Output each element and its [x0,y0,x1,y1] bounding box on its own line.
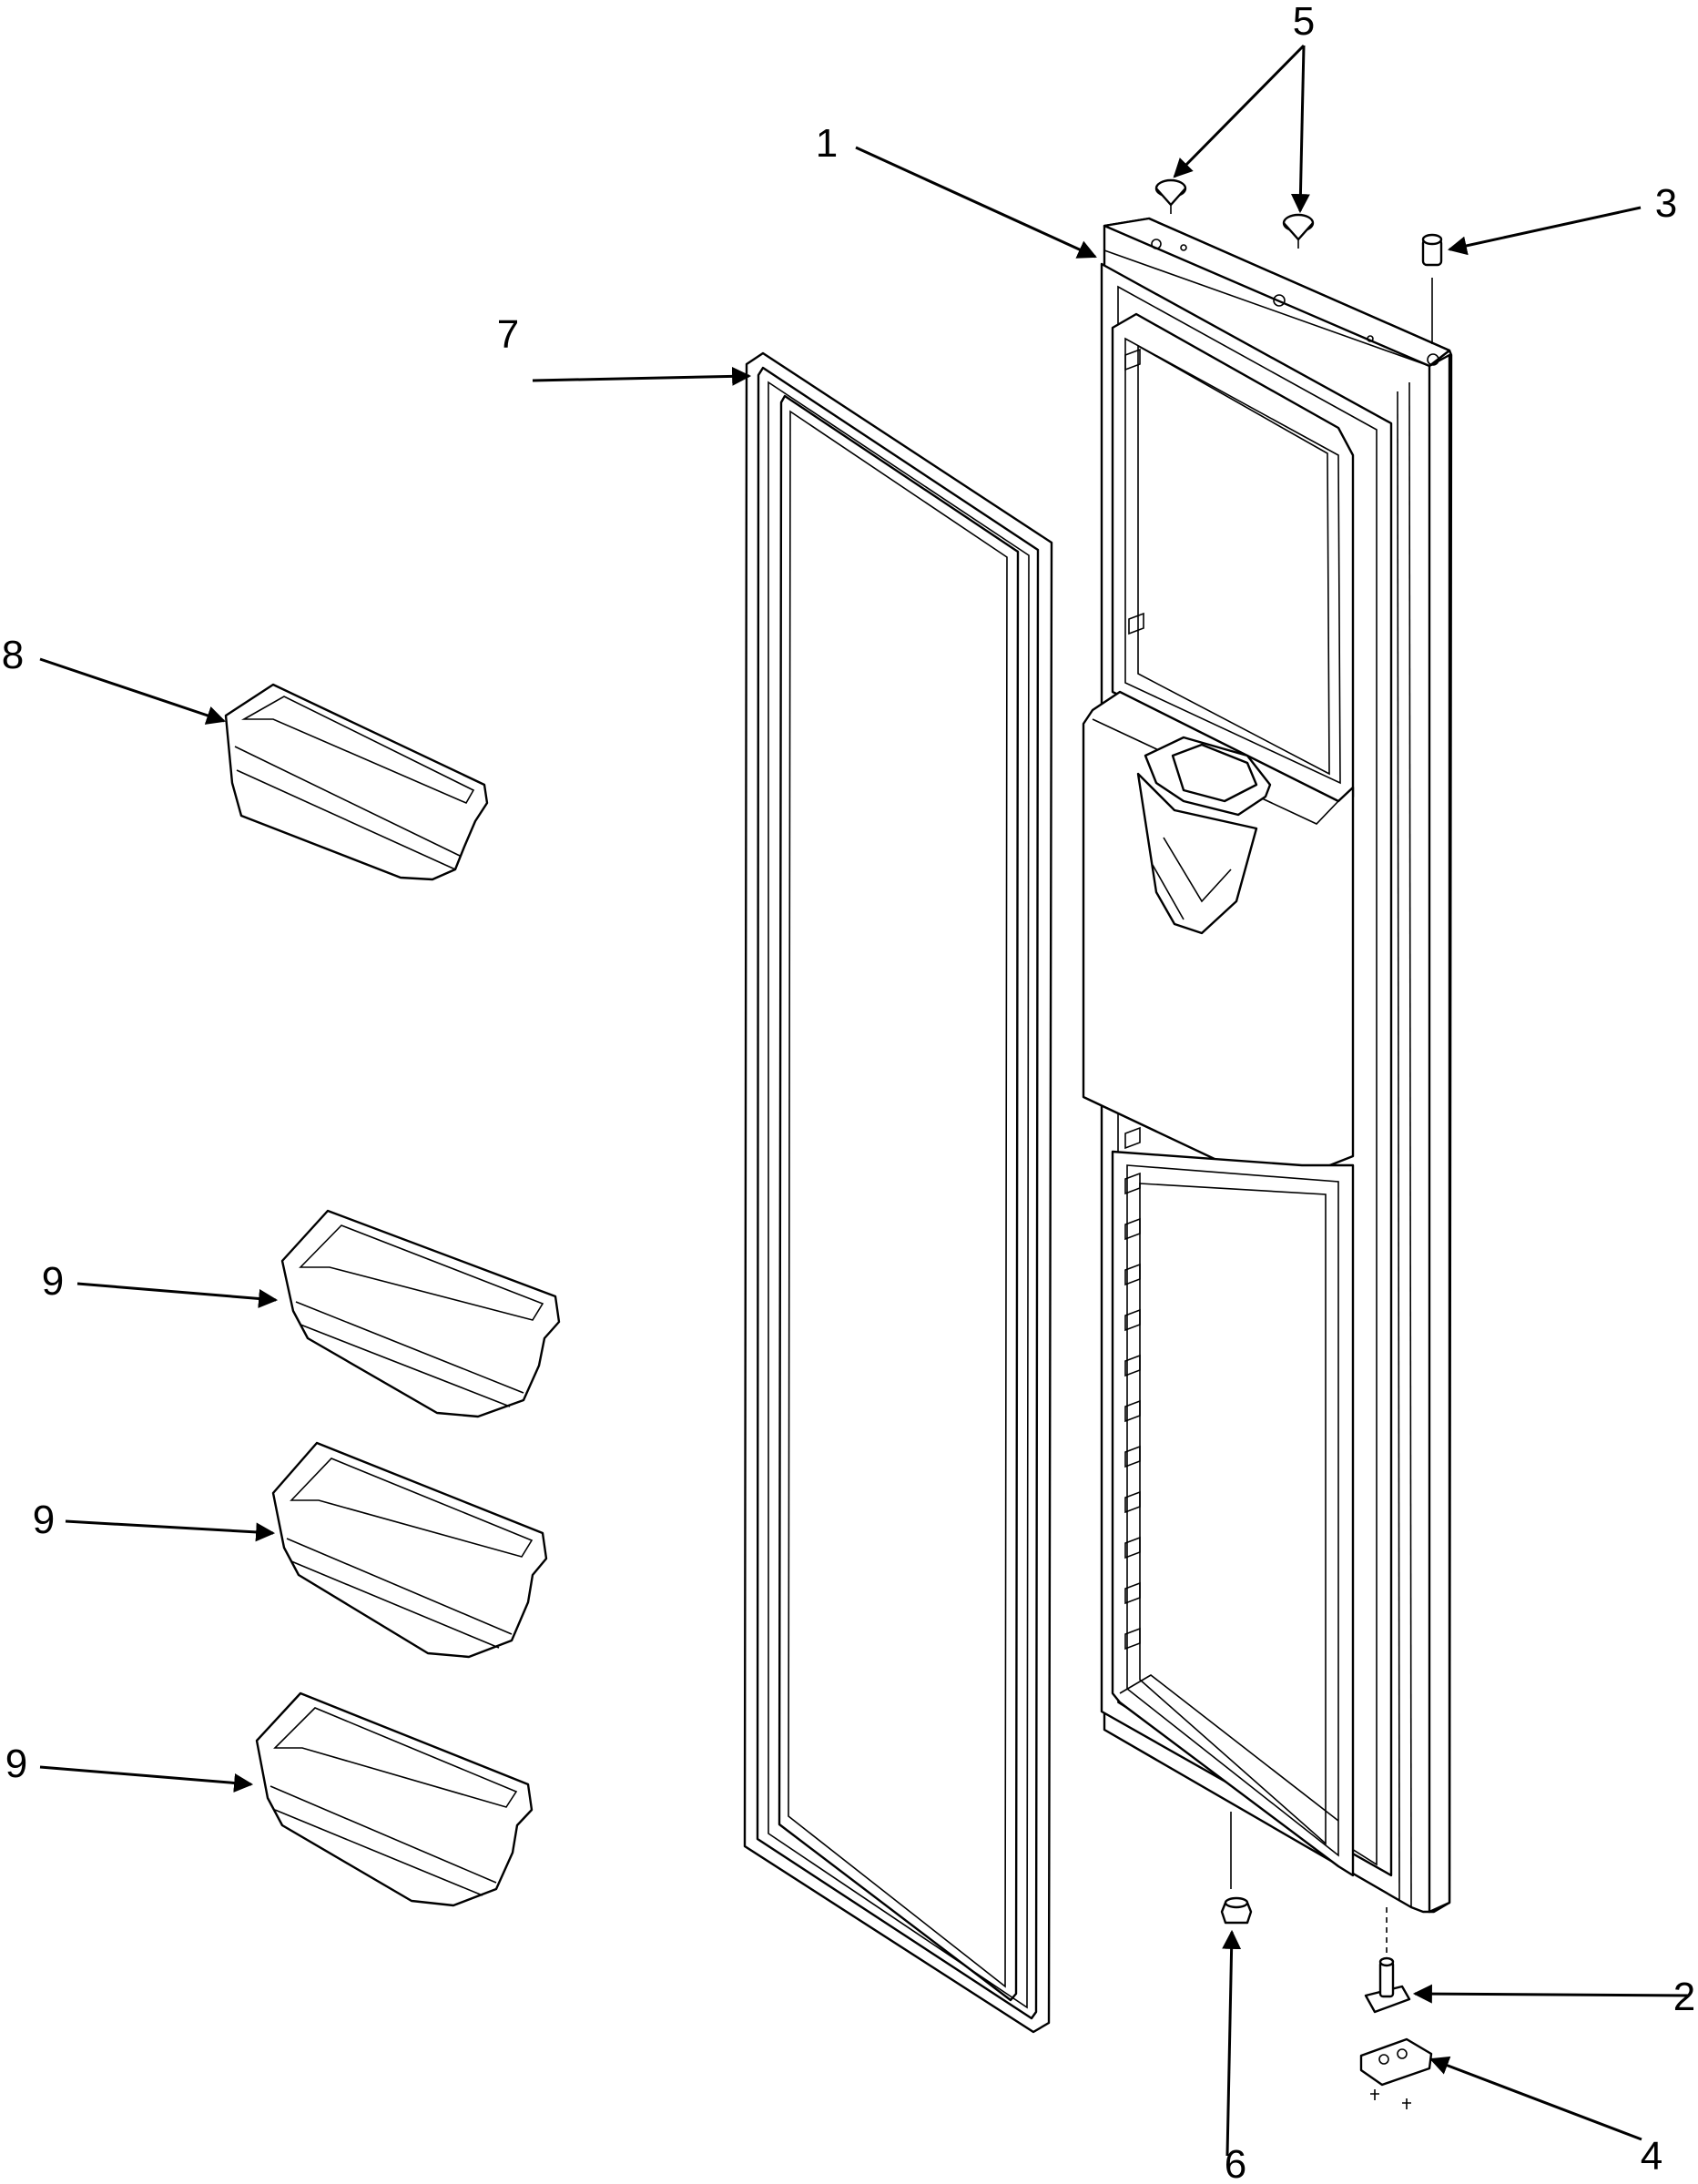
plug-button-left [1154,178,1187,214]
leader-lines [39,44,1690,2157]
bottom-hinge-bushing [1220,1812,1253,1925]
plug-button-right [1282,213,1315,249]
callout-lower-hinge: 2 [1673,1975,1695,2019]
lower-hinge-pin [1364,1907,1411,2014]
callout-plug-left: 5 [1293,0,1315,44]
upper-door-bin [224,683,489,881]
callout-gasket: 7 [497,312,519,357]
door-bin-3 [255,1691,534,1907]
door-shelf-clips [1124,348,1144,1651]
callout-bin-1: 9 [42,1259,64,1304]
callout-bin-3: 9 [5,1742,27,1786]
callout-bin-2: 9 [33,1498,55,1542]
callout-door: 1 [816,121,838,166]
top-hinge-bushing [1421,233,1443,344]
callout-upper-bin: 8 [2,633,24,677]
refrigerator-door [1082,217,1453,1914]
callout-bottom-bushing: 6 [1225,2142,1246,2184]
door-gasket [743,351,1053,2034]
door-bin-2 [271,1441,548,1659]
hinge-bracket [1359,2037,1433,2109]
callout-hinge-bracket: 4 [1641,2134,1662,2179]
door-bin-1 [280,1209,561,1418]
callout-top-bushing: 3 [1655,181,1677,226]
